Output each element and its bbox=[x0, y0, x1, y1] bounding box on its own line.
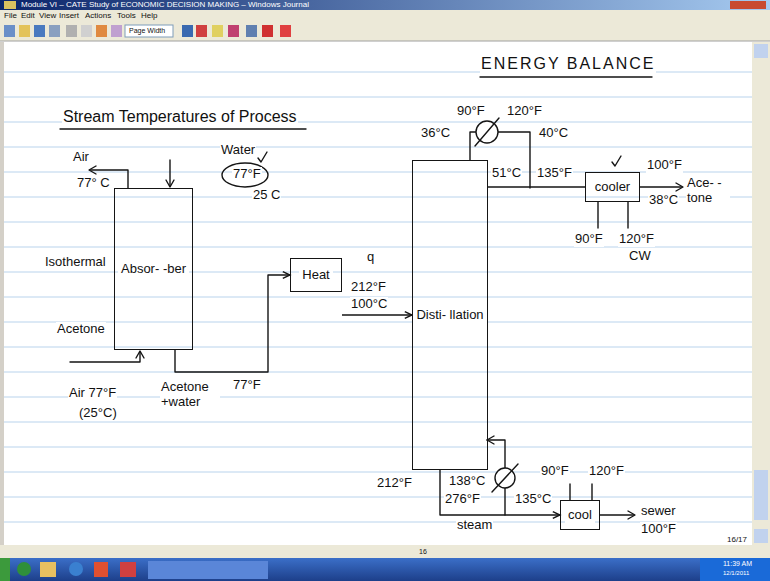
heater-box: Heat bbox=[290, 258, 342, 292]
column-box: Disti- llation bbox=[412, 160, 488, 470]
stream-line bbox=[342, 312, 412, 319]
menu-item: Help bbox=[140, 11, 158, 20]
stream-note: sewer bbox=[640, 504, 677, 519]
temperature: 90°F bbox=[540, 464, 570, 479]
stream-note: steam bbox=[456, 518, 493, 533]
temperature: 77° C bbox=[76, 176, 111, 191]
temperature: (25°C) bbox=[78, 406, 118, 421]
temperature: 40°C bbox=[538, 126, 569, 141]
stream-note: Water bbox=[220, 143, 256, 158]
stream-note: Air bbox=[72, 150, 90, 165]
note: Isothermal bbox=[44, 255, 107, 270]
temperature: 36°C bbox=[420, 126, 451, 141]
cooler-box: cooler bbox=[585, 172, 640, 202]
box-label: Heat bbox=[299, 267, 332, 283]
box-label: cooler bbox=[592, 179, 633, 195]
window-title: Module VI – CATE Study of ECONOMIC DECIS… bbox=[20, 0, 310, 9]
temperature: 212°F bbox=[376, 476, 413, 491]
stream-note: Ace- -tone bbox=[686, 176, 730, 206]
page-title: ENERGY BALANCE bbox=[480, 55, 656, 73]
subheading: Stream Temperatures of Process bbox=[62, 108, 298, 126]
temperature: 25 C bbox=[252, 188, 281, 203]
menu-item: Tools bbox=[116, 11, 137, 20]
temperature: 138°C bbox=[448, 474, 486, 489]
box-label: Disti- llation bbox=[413, 307, 486, 323]
temperature: 100°F bbox=[640, 522, 677, 537]
stream-note: CW bbox=[628, 249, 652, 264]
absorber-box: Absor- -ber bbox=[114, 188, 193, 350]
menu-item: Edit bbox=[20, 11, 36, 20]
stream-note: Acetone bbox=[56, 322, 106, 337]
zoom-box: Page Width bbox=[128, 27, 166, 35]
temperature: 135°F bbox=[536, 166, 573, 181]
menu-item: Actions bbox=[84, 11, 112, 20]
temperature: 77°F bbox=[232, 378, 262, 393]
cooler-box: cool bbox=[560, 500, 600, 530]
temperature: 51°C bbox=[491, 166, 522, 181]
temperature: 90°F bbox=[456, 104, 486, 119]
heat-duty: q bbox=[366, 250, 375, 265]
box-label: cool bbox=[565, 507, 595, 523]
temperature: 90°F bbox=[574, 232, 604, 247]
stream-note: Air 77°F bbox=[68, 386, 117, 401]
clock: 11:39 AM bbox=[722, 560, 753, 568]
temperature: 120°F bbox=[618, 232, 655, 247]
status-page: 16 bbox=[418, 548, 428, 556]
temperature: 212°F bbox=[350, 280, 387, 295]
temperature: 100°C bbox=[350, 297, 388, 312]
temperature: 77°F bbox=[232, 167, 262, 182]
menu-item: File bbox=[3, 11, 18, 20]
temperature: 38°C bbox=[648, 193, 679, 208]
menu-item: View bbox=[38, 11, 57, 20]
temperature: 120°F bbox=[588, 464, 625, 479]
temperature: 276°F bbox=[444, 492, 481, 507]
clock-date: 12/1/2011 bbox=[722, 570, 750, 577]
temperature: 100°F bbox=[646, 158, 683, 173]
page-number: 16/17 bbox=[726, 535, 748, 544]
stream-note: Acetone +water bbox=[160, 380, 220, 410]
temperature: 120°F bbox=[506, 104, 543, 119]
temperature: 135°C bbox=[514, 492, 552, 507]
stream-line bbox=[488, 187, 585, 188]
menu-item: Insert bbox=[58, 11, 80, 20]
box-label: Absor- -ber bbox=[118, 261, 189, 277]
